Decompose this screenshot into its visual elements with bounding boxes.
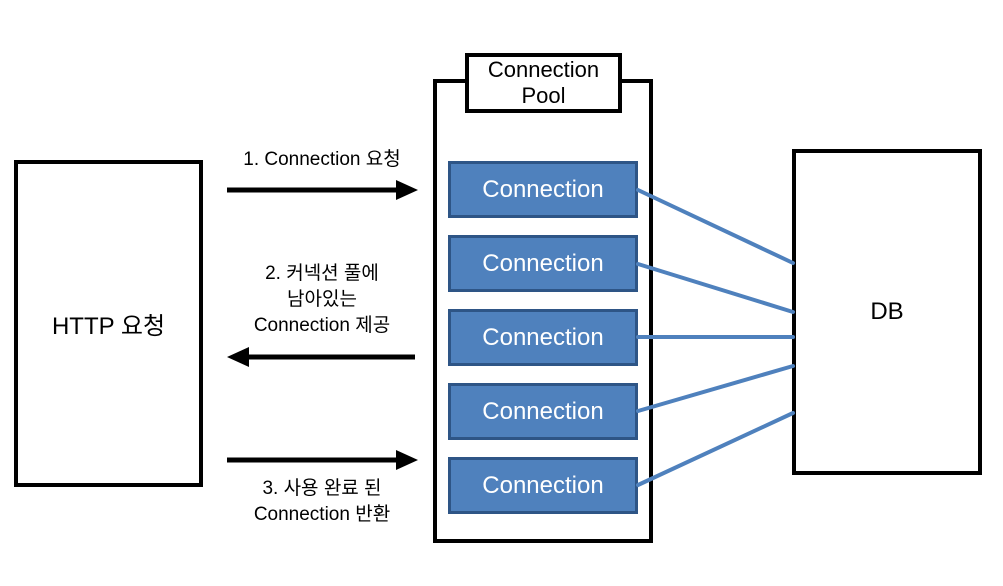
arrow-3-right-icon	[227, 450, 418, 470]
connection-node-1: Connection	[448, 161, 638, 218]
http-request-label: HTTP 요청	[51, 313, 166, 340]
arrow-2-left-icon	[227, 347, 415, 367]
arrow-1-right-icon	[227, 180, 418, 200]
connector-line-2	[636, 262, 795, 314]
connection-node-4: Connection	[448, 383, 638, 440]
connection-label: Connection	[482, 175, 604, 203]
arrow-2-label: 2. 커넥션 풀에 남아있는 Connection 제공	[253, 263, 391, 336]
connection-node-2: Connection	[448, 235, 638, 292]
http-request-node: HTTP 요청	[14, 160, 203, 487]
connection-label: Connection	[482, 249, 604, 277]
connector-line-1	[636, 188, 795, 265]
connection-node-3: Connection	[448, 309, 638, 366]
connection-node-5: Connection	[448, 457, 638, 514]
arrow-3-label: 3. 사용 완료 된 Connection 반환	[253, 478, 391, 525]
db-label: DB	[870, 298, 904, 325]
connection-pool-title-box: Connection Pool	[465, 53, 622, 113]
connector-line-4	[636, 364, 795, 413]
connector-line-5	[636, 411, 795, 487]
connection-label: Connection	[482, 471, 604, 499]
connection-label: Connection	[482, 397, 604, 425]
db-node: DB	[792, 149, 982, 475]
arrow-1-label: 1. Connection 요청	[243, 149, 401, 170]
connection-pool-title: Connection Pool	[487, 57, 600, 108]
connection-label: Connection	[482, 323, 604, 351]
